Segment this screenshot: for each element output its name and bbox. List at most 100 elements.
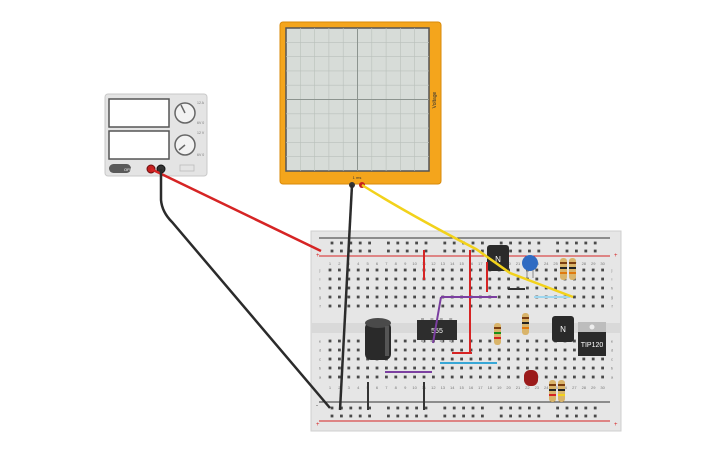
- breadboard-hole[interactable]: [544, 304, 548, 308]
- power-switch[interactable]: [109, 164, 131, 173]
- breadboard-hole[interactable]: [450, 268, 454, 272]
- breadboard-hole[interactable]: [328, 286, 332, 290]
- breadboard-hole[interactable]: [358, 241, 362, 245]
- breadboard-hole[interactable]: [563, 366, 567, 370]
- breadboard-hole[interactable]: [488, 375, 492, 379]
- tip120-transistor[interactable]: TIP120: [578, 322, 606, 356]
- breadboard-hole[interactable]: [415, 241, 418, 245]
- breadboard-hole[interactable]: [366, 357, 369, 361]
- breadboard-hole[interactable]: [387, 241, 390, 245]
- breadboard-hole[interactable]: [347, 304, 351, 308]
- breadboard-hole[interactable]: [488, 348, 492, 352]
- breadboard-hole[interactable]: [387, 249, 390, 253]
- breadboard-hole[interactable]: [479, 348, 482, 352]
- breadboard-hole[interactable]: [375, 375, 379, 379]
- wire-purple-diagonal[interactable]: [432, 296, 442, 344]
- breadboard-hole[interactable]: [347, 277, 351, 281]
- breadboard-hole[interactable]: [413, 268, 416, 272]
- breadboard-hole[interactable]: [601, 268, 604, 272]
- breadboard-hole[interactable]: [556, 241, 559, 245]
- breadboard-hole[interactable]: [528, 414, 531, 418]
- breadboard-hole[interactable]: [584, 406, 588, 410]
- breadboard-hole[interactable]: [575, 249, 578, 253]
- breadboard-hole[interactable]: [385, 277, 388, 281]
- breadboard-hole[interactable]: [366, 366, 369, 370]
- breadboard-hole[interactable]: [358, 414, 362, 418]
- breadboard-hole[interactable]: [509, 249, 512, 253]
- breadboard-hole[interactable]: [563, 375, 567, 379]
- breadboard-hole[interactable]: [469, 366, 473, 370]
- breadboard-hole[interactable]: [554, 375, 557, 379]
- breadboard-hole[interactable]: [488, 339, 492, 343]
- breadboard-hole[interactable]: [347, 295, 351, 299]
- breadboard-hole[interactable]: [328, 295, 332, 299]
- breadboard-hole[interactable]: [356, 286, 360, 290]
- breadboard-hole[interactable]: [573, 357, 576, 361]
- breadboard-hole[interactable]: [488, 277, 492, 281]
- breadboard-hole[interactable]: [601, 286, 604, 290]
- breadboard-hole[interactable]: [338, 295, 341, 299]
- wire-red-supply[interactable]: [150, 167, 322, 253]
- wire-black-supply[interactable]: [159, 169, 331, 409]
- breadboard-hole[interactable]: [593, 406, 597, 410]
- breadboard-hole[interactable]: [349, 249, 353, 253]
- breadboard-hole[interactable]: [518, 414, 522, 418]
- breadboard-hole[interactable]: [415, 414, 418, 418]
- breadboard-hole[interactable]: [526, 304, 529, 308]
- breadboard-hole[interactable]: [394, 348, 398, 352]
- resistor-bottom-2[interactable]: [558, 380, 565, 402]
- breadboard-hole[interactable]: [422, 375, 426, 379]
- breadboard-hole[interactable]: [347, 339, 351, 343]
- breadboard-hole[interactable]: [394, 375, 398, 379]
- breadboard-hole[interactable]: [554, 357, 557, 361]
- breadboard-hole[interactable]: [394, 286, 398, 290]
- breadboard-hole[interactable]: [535, 366, 539, 370]
- breadboard-hole[interactable]: [368, 241, 371, 245]
- breadboard-hole[interactable]: [328, 366, 332, 370]
- breadboard-hole[interactable]: [385, 304, 388, 308]
- breadboard-hole[interactable]: [516, 348, 520, 352]
- breadboard-hole[interactable]: [481, 241, 484, 245]
- breadboard-hole[interactable]: [443, 406, 447, 410]
- breadboard-hole[interactable]: [349, 241, 353, 245]
- resistor-bottom-1[interactable]: [549, 380, 556, 402]
- breadboard-hole[interactable]: [593, 241, 597, 245]
- breadboard-hole[interactable]: [330, 241, 334, 245]
- breadboard-hole[interactable]: [366, 286, 369, 290]
- breadboard-hole[interactable]: [479, 375, 482, 379]
- breadboard-hole[interactable]: [403, 366, 407, 370]
- breadboard-hole[interactable]: [452, 241, 456, 245]
- breadboard-hole[interactable]: [471, 406, 475, 410]
- breadboard-hole[interactable]: [356, 339, 360, 343]
- breadboard-hole[interactable]: [601, 277, 604, 281]
- breadboard-hole[interactable]: [432, 268, 435, 272]
- breadboard-hole[interactable]: [481, 406, 484, 410]
- breadboard-hole[interactable]: [516, 295, 520, 299]
- breadboard-hole[interactable]: [450, 366, 454, 370]
- breadboard-hole[interactable]: [584, 249, 588, 253]
- breadboard-hole[interactable]: [460, 375, 463, 379]
- breadboard-hole[interactable]: [573, 366, 576, 370]
- breadboard-hole[interactable]: [441, 286, 445, 290]
- breadboard-hole[interactable]: [375, 286, 379, 290]
- breadboard-hole[interactable]: [469, 375, 473, 379]
- breadboard-hole[interactable]: [413, 339, 416, 343]
- breadboard-hole[interactable]: [479, 339, 482, 343]
- breadboard-hole[interactable]: [422, 286, 426, 290]
- breadboard-hole[interactable]: [366, 268, 369, 272]
- breadboard-hole[interactable]: [479, 286, 482, 290]
- breadboard-hole[interactable]: [584, 414, 588, 418]
- breadboard-hole[interactable]: [591, 286, 595, 290]
- breadboard-hole[interactable]: [556, 414, 559, 418]
- breadboard-hole[interactable]: [479, 277, 482, 281]
- breadboard-hole[interactable]: [366, 295, 369, 299]
- breadboard-hole[interactable]: [507, 268, 510, 272]
- breadboard-hole[interactable]: [479, 268, 482, 272]
- breadboard-hole[interactable]: [544, 348, 548, 352]
- breadboard-hole[interactable]: [582, 268, 586, 272]
- breadboard-hole[interactable]: [452, 249, 456, 253]
- breadboard-hole[interactable]: [441, 277, 445, 281]
- breadboard-hole[interactable]: [356, 357, 360, 361]
- breadboard-hole[interactable]: [415, 406, 418, 410]
- breadboard-hole[interactable]: [328, 375, 332, 379]
